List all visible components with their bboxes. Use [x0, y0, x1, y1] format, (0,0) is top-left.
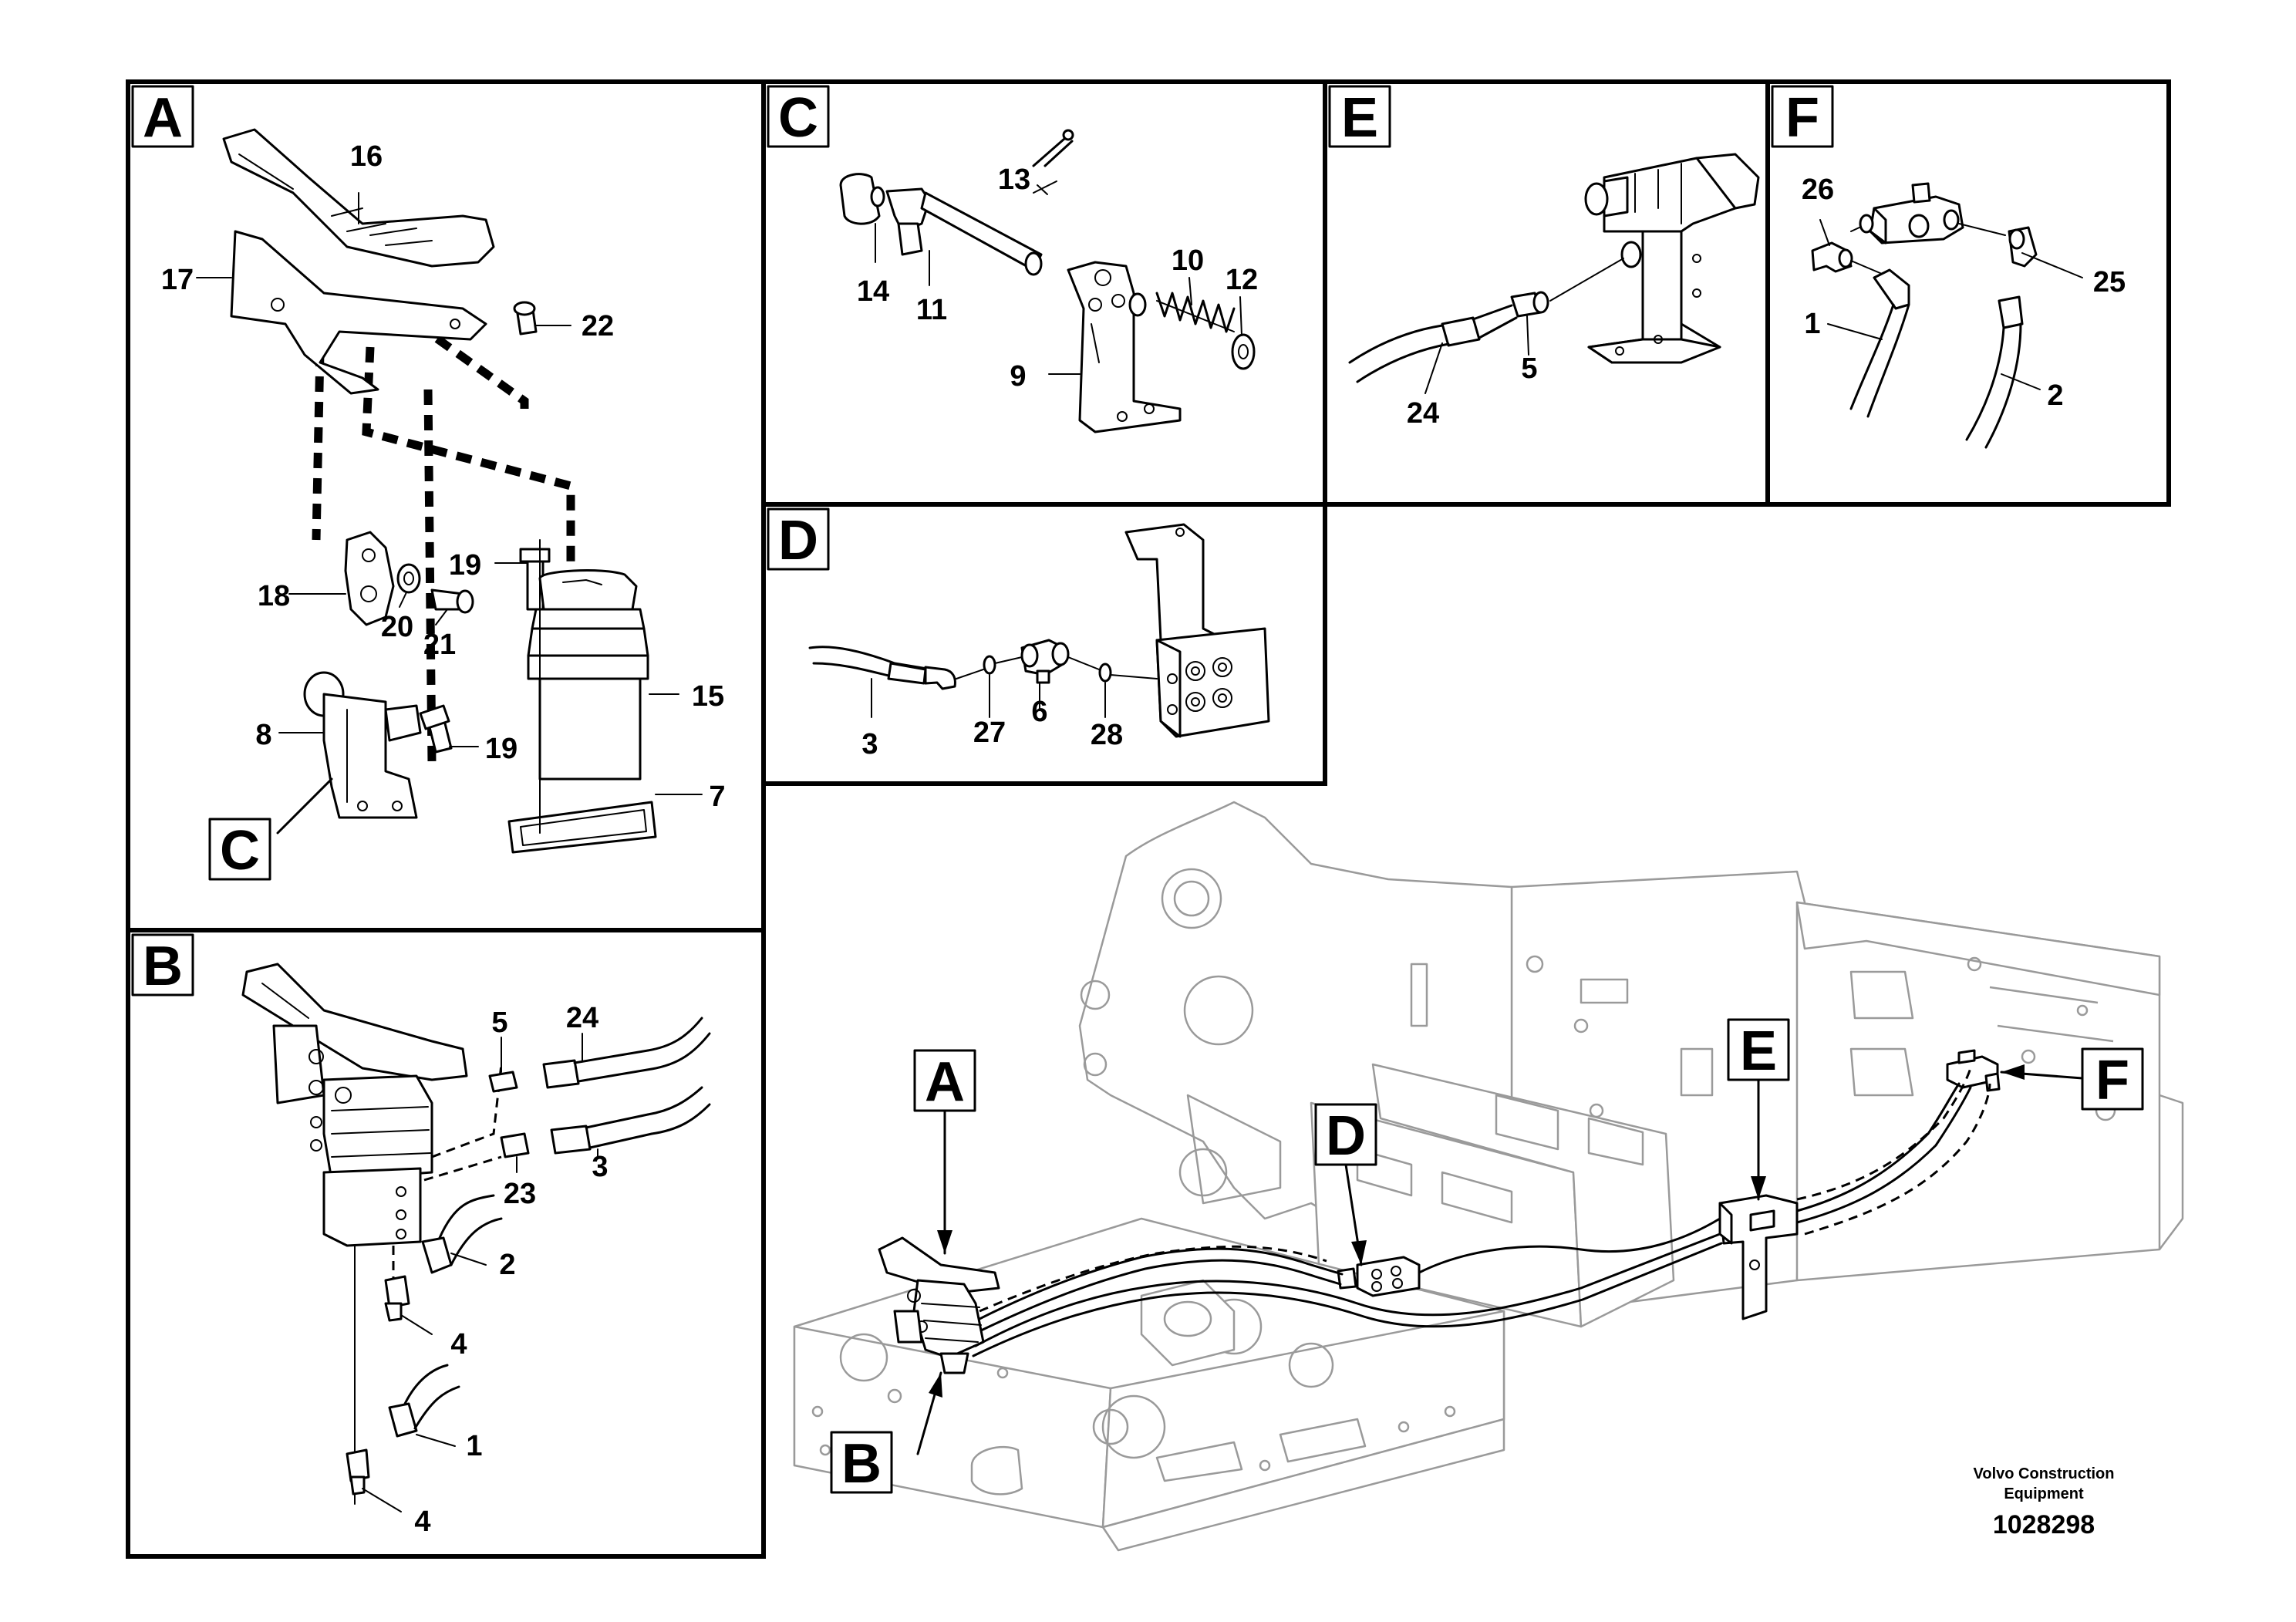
part-5-e: 5: [1521, 352, 1537, 385]
panel-c-drawing: [839, 129, 1256, 433]
panel-d-drawing: [808, 523, 1270, 738]
svg-text:C: C: [778, 87, 818, 149]
svg-text:D: D: [1326, 1105, 1366, 1167]
part-10: 10: [1172, 244, 1204, 277]
part-2-b: 2: [499, 1249, 515, 1281]
machine-overview: [793, 801, 2184, 1552]
part-17: 17: [161, 264, 194, 296]
part-8: 8: [255, 719, 271, 751]
callout-d: D: [1314, 1103, 1377, 1167]
callout-b: B: [830, 1431, 893, 1495]
panel-frames: [126, 79, 2171, 1559]
part-3-b: 3: [592, 1151, 608, 1183]
part-14: 14: [857, 275, 889, 308]
part-7: 7: [709, 781, 725, 813]
drawing-number: 1028298: [1993, 1510, 2095, 1539]
part-24-e: 24: [1407, 397, 1439, 430]
svg-text:B: B: [143, 936, 183, 997]
part-5-b: 5: [491, 1007, 507, 1039]
part-4-lower: 4: [414, 1506, 430, 1538]
part-3-d: 3: [861, 728, 878, 760]
part-11: 11: [916, 294, 947, 326]
part-13: 13: [998, 164, 1030, 196]
part-16: 16: [350, 140, 383, 173]
part-28: 28: [1091, 719, 1123, 751]
part-26: 26: [1802, 174, 1834, 206]
panel-letter-d: D: [767, 508, 830, 572]
callout-f: F: [2081, 1047, 2144, 1111]
panel-f-drawing: [1811, 182, 2083, 449]
panel-f-frame: [1765, 79, 2171, 507]
panel-d-frame: [761, 502, 1327, 786]
part-19a: 19: [449, 549, 481, 582]
part-24-b: 24: [566, 1002, 598, 1034]
svg-text:B: B: [841, 1433, 882, 1495]
part-21: 21: [423, 629, 456, 661]
svg-text:D: D: [778, 510, 818, 572]
part-1-f: 1: [1804, 308, 1820, 340]
part-4-upper: 4: [450, 1328, 467, 1361]
panel-e-drawing: [1348, 153, 1760, 394]
part-19b: 19: [485, 733, 518, 765]
part-20: 20: [381, 611, 413, 643]
part-15: 15: [692, 680, 724, 713]
callout-a: A: [913, 1049, 976, 1113]
panel-letter-e: E: [1328, 85, 1391, 149]
part-2-f: 2: [2047, 379, 2063, 412]
panel-letter-f: F: [1771, 85, 1834, 149]
callout-c-in-a: C: [208, 818, 271, 882]
svg-text:E: E: [1341, 87, 1378, 149]
svg-text:C: C: [220, 820, 260, 882]
part-22: 22: [582, 310, 614, 342]
part-12: 12: [1226, 264, 1258, 296]
svg-text:F: F: [1785, 87, 1819, 149]
svg-text:A: A: [143, 87, 183, 149]
panel-b-drawing: [241, 963, 711, 1512]
svg-text:E: E: [1740, 1020, 1777, 1082]
part-27: 27: [973, 717, 1006, 749]
part-18: 18: [258, 580, 290, 612]
part-1-b: 1: [466, 1430, 482, 1462]
panel-letter-c: C: [767, 85, 830, 149]
panel-a-frame: [126, 79, 766, 932]
panel-b-frame: [126, 928, 766, 1559]
part-9: 9: [1010, 360, 1026, 393]
panel-letter-b: B: [131, 933, 194, 997]
part-25: 25: [2093, 266, 2126, 298]
svg-text:F: F: [2095, 1050, 2129, 1111]
panel-letter-a: A: [131, 85, 194, 149]
callout-e: E: [1727, 1018, 1790, 1082]
part-23: 23: [504, 1178, 536, 1210]
svg-text:A: A: [925, 1051, 965, 1113]
panel-a-drawing: [196, 128, 703, 854]
company-line-2: Equipment: [2004, 1485, 2084, 1502]
company-line-1: Volvo Construction: [1974, 1465, 2115, 1482]
part-6: 6: [1031, 696, 1047, 728]
